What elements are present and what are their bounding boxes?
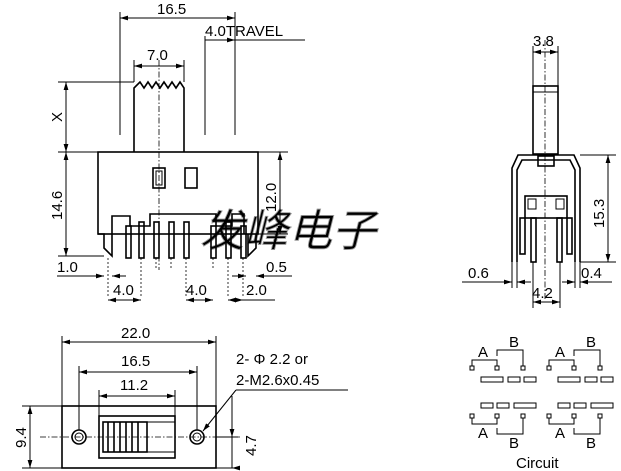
front-leg-left <box>98 233 113 258</box>
dim-top-height: 9.4 <box>13 427 30 448</box>
circuit-label-b-bottom-right: B <box>586 435 596 452</box>
dim-front-width: 16.5 <box>157 1 186 18</box>
top-actuator-ribs <box>107 422 139 452</box>
dim-side-pin-pitch: 4.2 <box>532 285 553 302</box>
top-view: 22.0 16.5 11.2 2- Φ 2.2 or 2-M2.6x0.45 9… <box>13 325 348 468</box>
dim-actuator-height: X <box>49 112 66 122</box>
hole-note-line1: 2- Φ 2.2 or <box>236 351 308 368</box>
dim-side-actuator-width: 3.8 <box>533 33 554 50</box>
dim-right-offset: 0.5 <box>266 259 287 276</box>
dim-travel: 4.0TRAVEL <box>205 23 283 40</box>
dim-body-height: 14.6 <box>49 191 66 220</box>
circuit-label-b-top-left: B <box>509 334 519 351</box>
watermark: 发峰电子 <box>200 207 379 256</box>
dim-pitch-right: 4.0 <box>186 282 207 299</box>
dim-actuator-width: 7.0 <box>147 47 168 64</box>
dim-left-offset: 1.0 <box>57 259 78 276</box>
dim-body-height-right: 12.0 <box>263 183 280 212</box>
front-view: 16.5 4.0TRAVEL 7.0 X 14.6 12.0 1.0 <box>49 1 305 303</box>
dim-right-pin-pitch: 2.0 <box>246 282 267 299</box>
dim-side-height: 15.3 <box>591 199 608 228</box>
circuit-label-b-top-right: B <box>586 334 596 351</box>
front-pins <box>125 221 247 259</box>
side-view: 3.8 15.3 0.6 0.4 4.2 <box>462 33 616 308</box>
dim-top-center-height: 4.7 <box>243 435 260 456</box>
circuit-top-row <box>469 349 614 383</box>
circuit-label-a-bottom-right: A <box>555 425 565 442</box>
front-window-right <box>184 167 198 189</box>
circuit-label-b-bottom-left: B <box>509 435 519 452</box>
front-body-outline <box>97 151 259 235</box>
dim-top-slot-width: 11.2 <box>120 377 148 394</box>
dim-top-width: 22.0 <box>121 325 150 342</box>
dim-side-pin-right: 0.4 <box>581 265 602 282</box>
front-base <box>111 213 245 234</box>
hole-note-line2: 2-M2.6x0.45 <box>236 372 319 389</box>
front-leg-right <box>247 234 257 258</box>
circuit-diagram: A B A B A B A B Ci <box>469 334 614 471</box>
circuit-label-a-bottom-left: A <box>478 425 488 442</box>
circuit-label-a-top-right: A <box>555 344 565 361</box>
dim-top-hole-pitch: 16.5 <box>121 353 150 370</box>
circuit-caption: Circuit <box>516 455 559 471</box>
circuit-label-a-top-left: A <box>478 344 488 361</box>
dim-pitch-left: 4.0 <box>113 282 134 299</box>
circuit-bottom-row <box>469 402 614 435</box>
front-actuator <box>133 80 185 152</box>
dim-side-pin-left: 0.6 <box>468 265 489 282</box>
